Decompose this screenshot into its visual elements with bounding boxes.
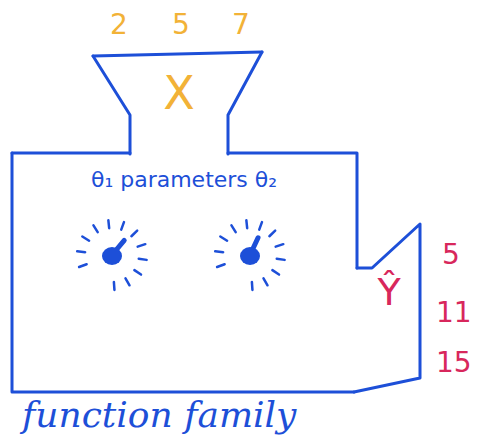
outline-stroke xyxy=(354,224,420,392)
dial-tick xyxy=(245,220,248,228)
dial-tick xyxy=(277,259,285,260)
dial-tick xyxy=(139,259,147,260)
dial-tick xyxy=(259,222,262,230)
outline-stroke xyxy=(93,52,262,56)
outline-stroke xyxy=(12,152,130,155)
dial-tick xyxy=(269,231,275,237)
dial-knob xyxy=(240,247,260,265)
output-symbol: Ŷ xyxy=(364,272,414,314)
dial-tick xyxy=(126,278,130,285)
parameters-heading: θ₁ parameters θ₂ xyxy=(28,168,340,192)
input-funnel: X xyxy=(90,48,268,154)
dial-tick xyxy=(217,264,225,267)
input-value: 2 xyxy=(110,10,128,41)
parameter-dial xyxy=(77,220,146,290)
dial-tick xyxy=(276,244,284,246)
dial-tick xyxy=(231,225,235,232)
input-value: 5 xyxy=(172,10,190,41)
dial-tick xyxy=(251,282,254,290)
dial-knob xyxy=(102,247,122,265)
output-value: 5 xyxy=(442,240,460,271)
outline-stroke xyxy=(228,52,262,154)
function-box: θ₁ parameters θ₂ xyxy=(8,150,360,396)
dial-tick xyxy=(272,270,279,274)
caption: function family xyxy=(22,396,296,434)
dial-tick xyxy=(79,264,87,267)
dial-tick xyxy=(220,236,227,240)
outline-stroke xyxy=(93,56,130,154)
dial-tick xyxy=(215,250,223,253)
dial-tick xyxy=(131,231,137,237)
output-value: 11 xyxy=(436,298,472,329)
output-nozzle: Ŷ xyxy=(350,218,426,404)
dial-tick xyxy=(107,220,110,228)
dial-tick xyxy=(264,278,268,285)
input-symbol: X xyxy=(90,68,268,119)
dial-tick xyxy=(121,222,124,230)
dial-tick xyxy=(134,270,141,274)
output-value: 15 xyxy=(436,348,472,379)
input-value: 7 xyxy=(232,10,250,41)
dial-tick xyxy=(82,236,89,240)
outline-stroke xyxy=(12,153,354,392)
dial-tick xyxy=(113,282,116,290)
dial-tick xyxy=(77,250,85,253)
dial-tick xyxy=(138,244,146,246)
parameter-dial xyxy=(215,220,284,290)
dial-tick xyxy=(93,225,97,232)
